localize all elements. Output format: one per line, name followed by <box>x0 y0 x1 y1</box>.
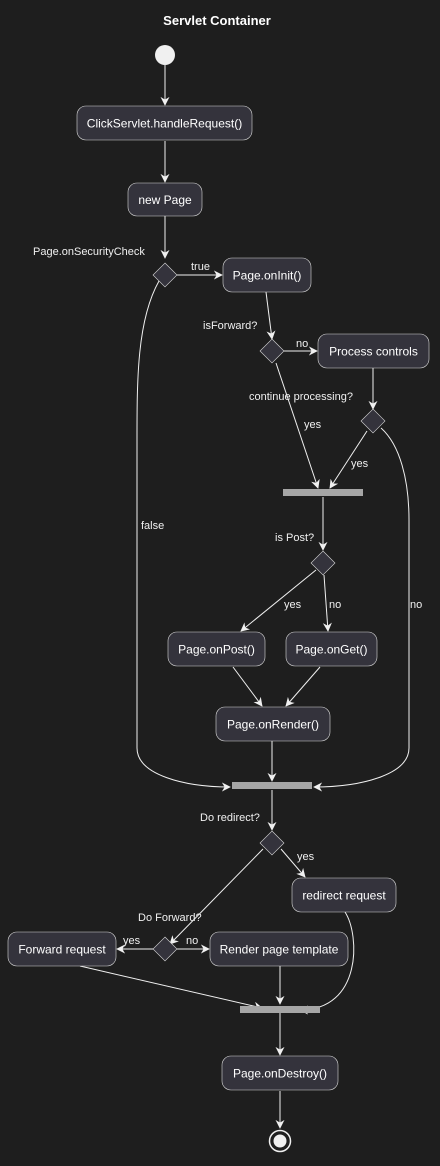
start-node <box>155 45 175 65</box>
label-continue-processing: continue processing? <box>249 391 353 403</box>
edge-onpost-onrender <box>232 666 263 707</box>
node-forward-request: Forward request <box>7 931 117 967</box>
end-node-ring <box>268 1129 292 1153</box>
svg-text:Page.onDestroy(): Page.onDestroy() <box>233 1067 327 1081</box>
label-is-forward: isForward? <box>203 320 257 332</box>
edge-doredirect-no <box>169 848 264 945</box>
join-bar-render <box>232 782 312 789</box>
edge-label-ispost-yes: yes <box>284 599 302 611</box>
edge-security-false <box>136 280 231 792</box>
decision-do-redirect <box>259 830 285 856</box>
svg-text:Process controls: Process controls <box>329 345 418 359</box>
diagram-title: Servlet Container <box>163 13 271 28</box>
edge-isforward-yes <box>275 362 320 489</box>
svg-text:Page.onInit(): Page.onInit() <box>233 269 302 283</box>
edge-onget-onrender <box>285 666 321 707</box>
edge-label-doredirect-yes: yes <box>297 851 315 863</box>
node-on-render: Page.onRender() <box>215 706 331 742</box>
decision-continue-processing <box>360 408 386 434</box>
edge-label-ispost-no: no <box>329 599 341 611</box>
label-is-post: is Post? <box>275 532 314 544</box>
node-new-page: new Page <box>127 182 203 217</box>
svg-text:Page.onGet(): Page.onGet() <box>295 643 367 657</box>
svg-text:Page.onRender(): Page.onRender() <box>227 718 319 732</box>
decision-is-post <box>310 550 336 576</box>
edge-label-continue-yes: yes <box>351 458 369 470</box>
join-bar-output <box>240 1006 320 1013</box>
edge-forward-join <box>79 965 263 1011</box>
svg-text:new Page: new Page <box>138 193 192 207</box>
edge-label-doforward-yes: yes <box>123 935 141 947</box>
edge-ispost-yes <box>240 569 317 632</box>
node-on-get: Page.onGet() <box>285 631 378 667</box>
edge-label-isforward-yes: yes <box>304 419 322 431</box>
svg-text:ClickServlet.handleRequest(): ClickServlet.handleRequest() <box>87 117 242 131</box>
node-render-template: Render page template <box>209 931 349 967</box>
label-do-forward: Do Forward? <box>138 912 202 924</box>
decision-security-check <box>152 262 178 288</box>
svg-text:redirect request: redirect request <box>302 889 386 903</box>
edge-label-true: true <box>191 261 210 273</box>
edge-label-doforward-no: no <box>186 935 198 947</box>
node-handle-request: ClickServlet.handleRequest() <box>76 105 253 141</box>
svg-text:Page.onPost(): Page.onPost() <box>178 643 255 657</box>
decision-is-forward <box>259 338 285 364</box>
edge-label-isforward-no: no <box>296 338 308 350</box>
node-on-post: Page.onPost() <box>167 631 266 667</box>
edge-ispost-no <box>322 574 332 632</box>
edge-label-continue-no: no <box>410 599 422 611</box>
node-on-init: Page.onInit() <box>222 257 312 293</box>
edge-doredirect-yes <box>280 848 306 878</box>
label-do-redirect: Do redirect? <box>200 812 260 824</box>
svg-text:Forward request: Forward request <box>18 943 106 957</box>
node-redirect-request: redirect request <box>291 877 397 913</box>
svg-text:Render page template: Render page template <box>220 943 339 957</box>
node-on-destroy: Page.onDestroy() <box>221 1055 339 1091</box>
join-bar-processing <box>283 489 363 496</box>
edge-oninit-isforward <box>265 291 276 340</box>
label-security-check: Page.onSecurityCheck <box>33 246 145 258</box>
edge-continue-no <box>313 427 410 792</box>
edge-continue-yes <box>329 430 368 489</box>
edge-label-false: false <box>141 520 164 532</box>
decision-do-forward <box>152 936 178 962</box>
node-process-controls: Process controls <box>317 333 430 369</box>
end-node-dot <box>273 1134 287 1148</box>
